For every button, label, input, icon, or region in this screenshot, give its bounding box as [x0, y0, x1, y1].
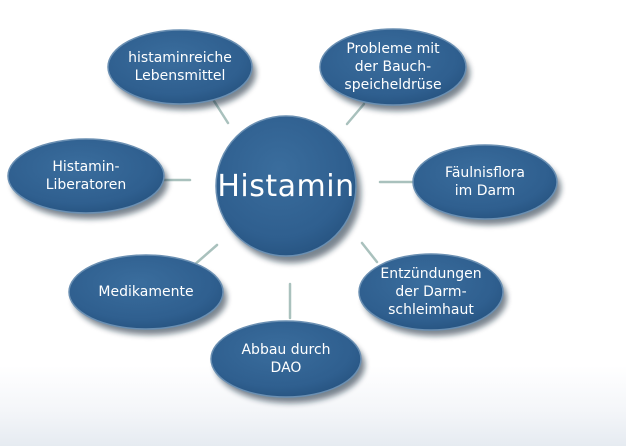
- node-histaminreiche-lebensmittel: [107, 29, 253, 105]
- node-faeulnisflora: [412, 144, 558, 220]
- connector-entzuendungen: [360, 241, 379, 264]
- node-abbau-dao: [210, 320, 362, 398]
- node-histamin-liberatoren: [7, 138, 165, 214]
- node-medikamente: [68, 254, 224, 330]
- node-probleme-bauchspeicheldruese: [319, 28, 467, 106]
- node-layer: [7, 28, 558, 398]
- center-node: [215, 115, 357, 257]
- connector-medikamente: [191, 243, 219, 268]
- connector-probleme-bauchspeicheldruese: [345, 102, 366, 126]
- node-entzuendungen: [358, 253, 504, 331]
